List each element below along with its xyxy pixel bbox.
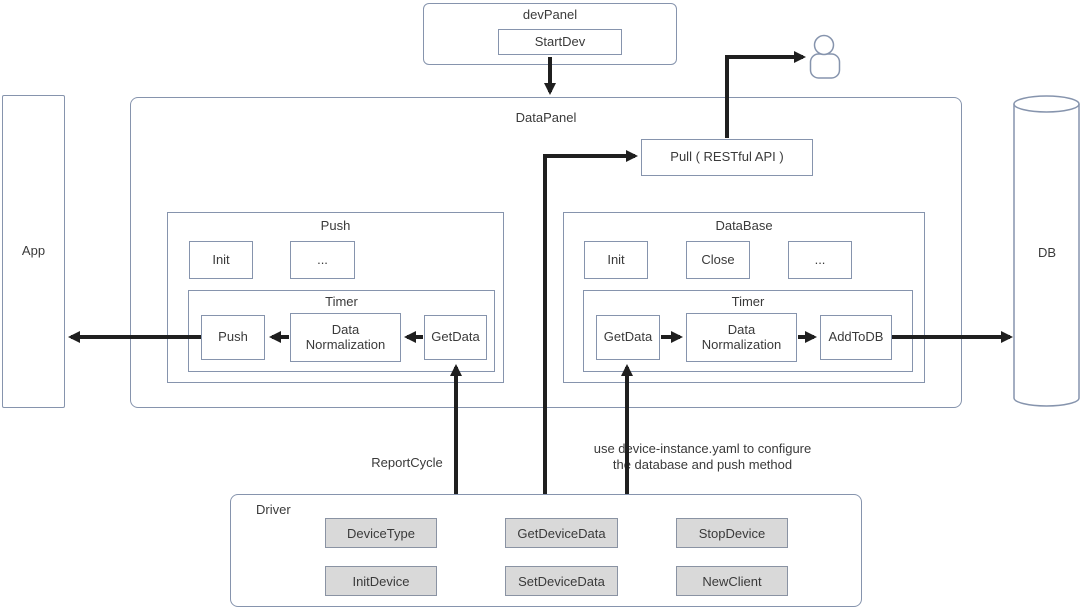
database-timer-step-getdata: GetData [596,315,660,360]
database-timer-step-addtodb: AddToDB [820,315,892,360]
database-timer-step-getdata-label: GetData [603,329,653,345]
database-timer-step-data-normalization-label: Data Normalization [701,321,782,352]
driver-button-initdevice: InitDevice [325,566,437,596]
push-timer-title: Timer [325,294,358,309]
driver-button-devicetype: DeviceType [325,518,437,548]
push-method-init-label: Init [212,251,230,267]
driver-button-setdevicedata: SetDeviceData [505,566,618,596]
database-timer-title: Timer [731,294,765,309]
driver-title: Driver [256,502,291,517]
startdev-label: StartDev [534,33,586,49]
yaml-note-line2: the database and push method [612,457,793,473]
devpanel-title: devPanel [522,7,578,22]
push-timer-step-push-label: Push [218,329,248,345]
datapanel-title: DataPanel [515,110,577,125]
driver-button-stopdevice: StopDevice [676,518,788,548]
push-timer-step-data-normalization-label: Data Normalization [305,321,386,352]
app-label: App [21,243,46,259]
push-timer-step-getdata-label: GetData [431,329,480,345]
driver-button-getdevicedata: GetDeviceData [505,518,618,548]
database-method-ellipsis-label: ... [814,251,826,267]
push-module [167,212,504,383]
yaml-note: use device-instance.yaml to configure th… [575,441,830,474]
push-module-title: Push [320,218,351,233]
db-label: DB [1037,245,1057,260]
database-method-init-label: Init [607,251,625,267]
person-icon [809,34,841,79]
push-timer-box [188,290,495,372]
push-timer-step-getdata: GetData [424,315,487,360]
pull-label: Pull ( RESTful API ) [670,149,784,165]
push-method-ellipsis-label: ... [317,251,328,267]
pull-restful-api-box: Pull ( RESTful API ) [641,139,813,176]
startdev-button: StartDev [498,29,622,55]
driver-button-newclient: NewClient [676,566,788,596]
driver-box [230,494,862,607]
driver-button-newclient-label: NewClient [702,573,762,589]
database-module-title: DataBase [715,218,773,233]
database-method-close-label: Close [701,251,735,267]
driver-button-initdevice-label: InitDevice [352,573,410,589]
driver-button-getdevicedata-label: GetDeviceData [517,525,606,541]
driver-button-stopdevice-label: StopDevice [698,525,766,541]
reportcycle-label: ReportCycle [371,455,443,470]
push-timer-step-push: Push [201,315,265,360]
database-method-close: Close [686,241,750,279]
push-method-init: Init [189,241,253,279]
push-timer-step-data-normalization: Data Normalization [290,313,401,362]
database-method-init: Init [584,241,648,279]
driver-button-devicetype-label: DeviceType [347,525,415,541]
database-timer-step-data-normalization: Data Normalization [686,313,797,362]
push-method-ellipsis: ... [290,241,355,279]
yaml-note-line1: use device-instance.yaml to configure [593,441,812,456]
driver-button-setdevicedata-label: SetDeviceData [518,573,605,589]
app-box: App [2,95,65,408]
database-method-ellipsis: ... [788,241,852,279]
database-timer-step-addtodb-label: AddToDB [828,329,884,345]
